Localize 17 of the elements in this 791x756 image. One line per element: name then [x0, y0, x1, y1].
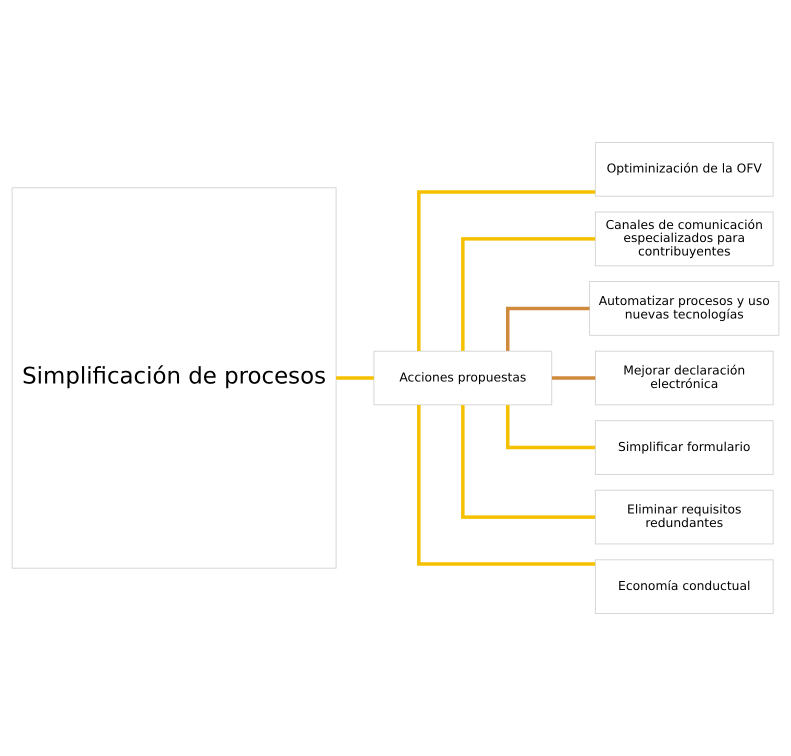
node-box: Mejorar declaración electrónica [594, 350, 774, 406]
node-box: Simplificación de procesos [12, 187, 337, 569]
node-box: Eliminar requisitos redundantes [594, 490, 774, 544]
connector [417, 190, 596, 351]
node-box: Canales de comunicación especializados para contribuyentes [594, 212, 774, 266]
connector [461, 237, 596, 351]
node-box: Economía conductual [594, 559, 774, 614]
connector [506, 306, 590, 351]
connector [417, 405, 596, 566]
connector [336, 376, 374, 380]
connector [506, 405, 596, 450]
node-box: Acciones propuestas [374, 350, 552, 406]
connector [461, 405, 596, 519]
node-box: Optiminización de la OFV [594, 142, 774, 197]
connector [552, 376, 596, 380]
node-box: Simplificar formulario [594, 420, 774, 475]
node-box: Automatizar procesos y uso nuevas tecnologías [589, 281, 780, 336]
